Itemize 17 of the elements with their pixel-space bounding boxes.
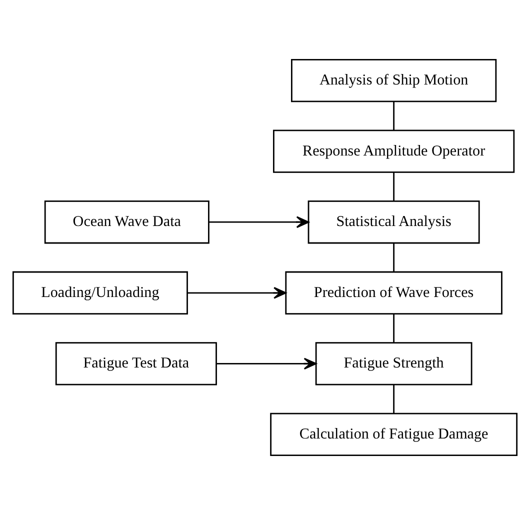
node-box: Ocean Wave Data [44, 200, 210, 244]
connector [393, 102, 394, 130]
arrow [216, 358, 317, 370]
node-box: Fatigue Test Data [55, 342, 217, 386]
arrow [187, 286, 286, 299]
node-box: Analysis of Ship Motion [291, 58, 497, 102]
node-box: Loading/Unloading [12, 271, 188, 314]
arrow [208, 216, 310, 228]
connector [393, 314, 394, 343]
node-box: Response Amplitude Operator [273, 130, 515, 173]
connector [393, 243, 394, 272]
node-box: Calculation of Fatigue Damage [270, 412, 518, 456]
connector [393, 172, 394, 201]
connector [393, 384, 394, 414]
node-box: Statistical Analysis [308, 200, 480, 244]
node-box: Prediction of Wave Forces [285, 271, 502, 314]
node-box: Fatigue Strength [315, 342, 472, 386]
